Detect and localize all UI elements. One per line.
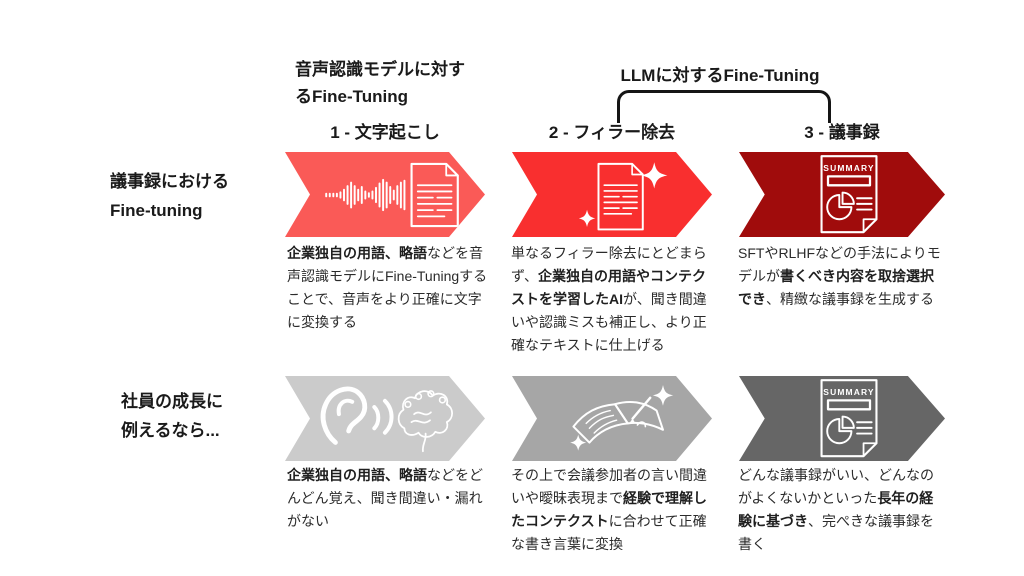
document-icon [597,162,644,230]
summary-title-text: SUMMARY [823,162,874,172]
open-book-icon [572,400,664,444]
asr-finetuning-header: 音声認識モデルに対す るFine-Tuning [295,56,495,110]
arrow-analogy-learn [512,376,712,461]
step-label-3: 3 - 議事録 [804,123,880,142]
arrow-analogy-write: SUMMARY [739,376,945,461]
arrow-filler-removal [512,152,712,237]
description-filler-removal: 単なるフィラー除去にとどまらず、企業独自の用語やコンテクストを学習したAIが、聞… [511,245,707,353]
waveform-and-document-icon [325,162,459,227]
sparkle-icon [641,161,668,188]
ear-and-brain-icon [320,386,454,452]
row-label-top-line2: Fine-tuning [110,201,203,220]
asr-header-line1: 音声認識モデルに対す [295,60,465,79]
description-analogy-write: どんな議事録がいい、どんなのがよくないかといった長年の経験に基づき、完ぺきな議事… [738,467,934,552]
pie-chart-icon [826,191,855,220]
document-icon [410,162,459,227]
brain-icon [397,389,454,452]
book-writing-icon [570,384,674,451]
summary-report-icon: SUMMARY [820,154,878,233]
description-minutes: SFTやRLHFなどの手法によりモデルが書くべき内容を取捨選択でき、精緻な議事録… [738,245,941,307]
description-transcription: 企業独自の用語、略語などを音声認識モデルにFine-Tuningすることで、音声… [287,245,488,330]
sparkle-icon [570,434,587,451]
row-label-employee-analogy: 社員の成長に 例えるなら... [121,387,223,445]
arrow-minutes: SUMMARY [739,152,945,237]
pen-icon [628,396,652,427]
step-label-2: 2 - フィラー除去 [548,123,676,142]
ear-icon [320,386,394,445]
step-label-1: 1 - 文字起こし [330,123,440,142]
row-label-bottom-line2: 例えるなら... [121,421,220,440]
arrow-transcription [285,152,485,237]
asr-header-line2: るFine-Tuning [295,87,408,106]
llm-group-bracket [617,90,831,123]
row-label-top-line1: 議事録における [110,172,229,191]
description-analogy-listen: 企業独自の用語、略語などをどんどん覚え、聞き間違い・漏れがない [287,467,483,529]
pie-chart-icon [826,415,855,444]
sparkle-icon [578,209,596,227]
llm-finetuning-header: LLMに対するFine-Tuning [620,66,820,85]
sparkle-icon [652,384,674,406]
description-analogy-learn: その上で会議参加者の言い間違いや曖昧表現まで経験で理解したコンテクストに合わせて… [511,467,707,552]
summary-title-text: SUMMARY [823,386,874,396]
waveform-icon [325,178,406,211]
row-label-bottom-line1: 社員の成長に [121,392,223,411]
document-sparkles-icon [578,161,668,230]
summary-report-icon: SUMMARY [820,378,878,457]
row-label-minutes-finetuning: 議事録における Fine-tuning [110,167,229,225]
arrow-analogy-listen [285,376,485,461]
